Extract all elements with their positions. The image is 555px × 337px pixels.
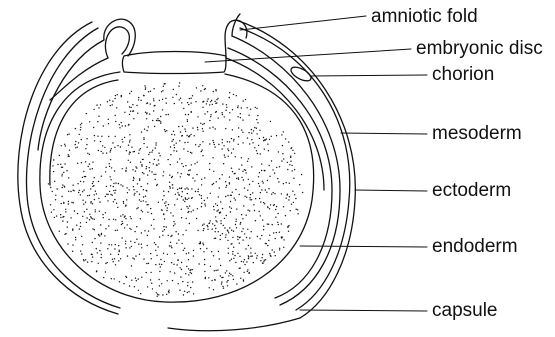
label-embryonic-disc: embryonic disc	[416, 38, 543, 60]
pointer-lines	[205, 16, 427, 311]
label-mesoderm: mesoderm	[432, 123, 522, 145]
yolk-sac	[40, 72, 314, 302]
yolk-stipple	[48, 82, 304, 297]
label-chorion: chorion	[432, 64, 494, 86]
embryonic-disc	[123, 52, 227, 74]
label-endoderm: endoderm	[432, 236, 518, 258]
label-ectoderm: ectoderm	[432, 180, 511, 202]
label-capsule: capsule	[432, 300, 498, 322]
capsule-outline	[18, 20, 355, 331]
label-amniotic-fold: amniotic fold	[371, 6, 478, 28]
